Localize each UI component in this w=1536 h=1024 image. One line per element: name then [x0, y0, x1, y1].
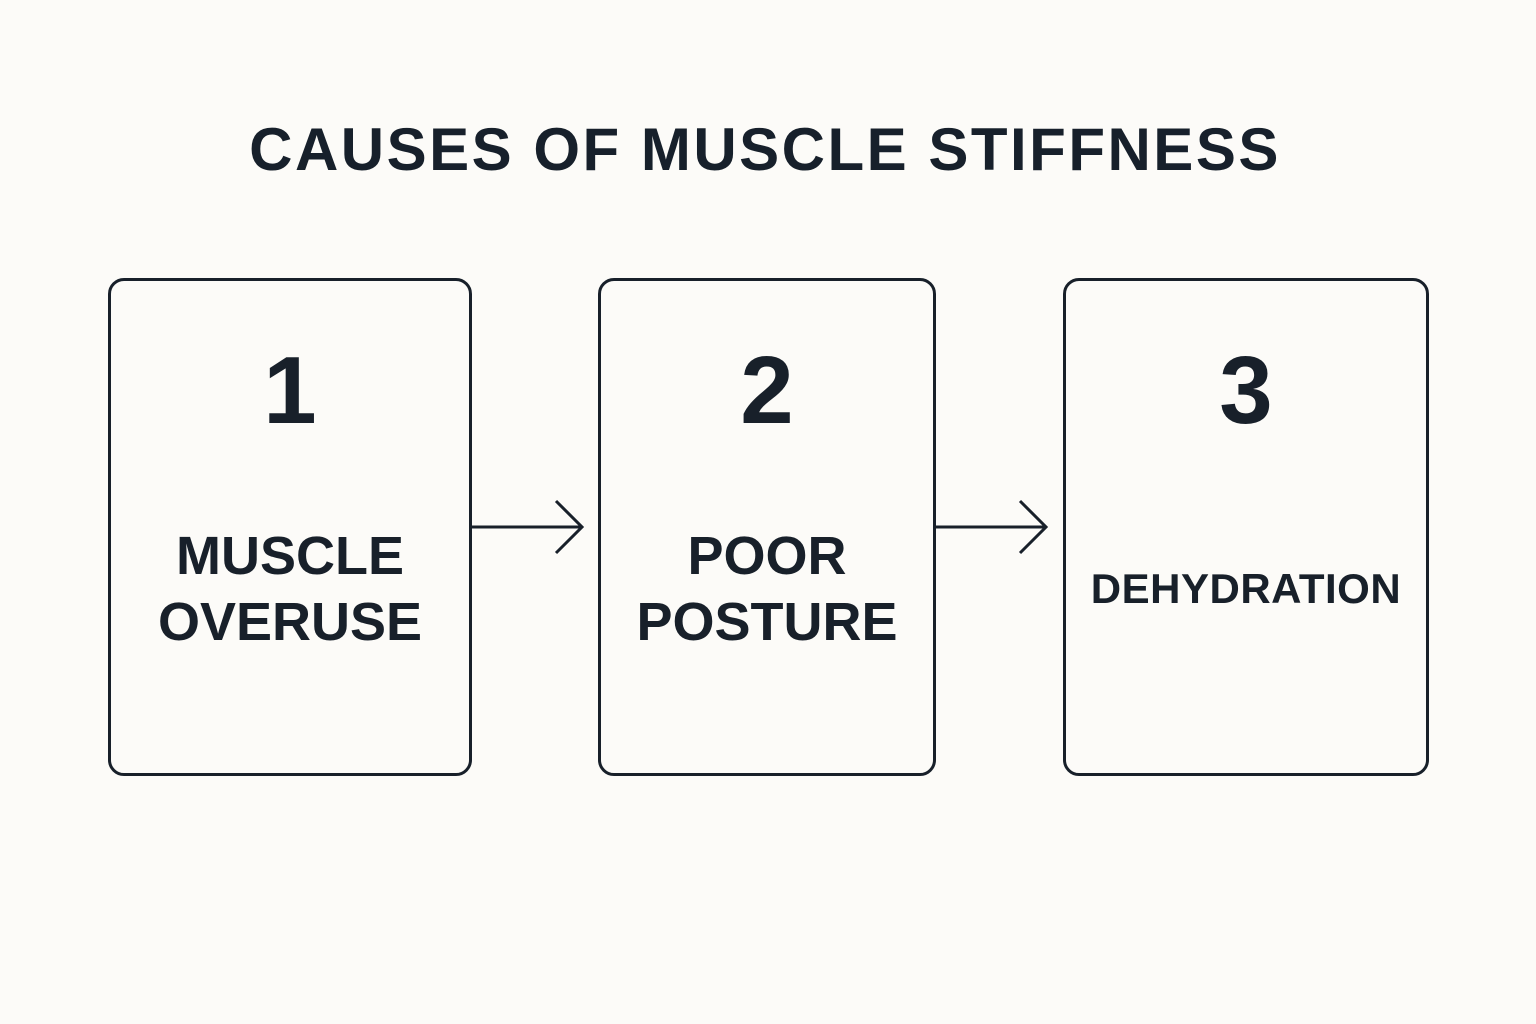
step-number-2: 2: [740, 337, 794, 444]
diagram-title: CAUSES OF MUSCLE STIFFNESS: [249, 116, 1281, 183]
step-label-3: DEHYDRATION: [1090, 565, 1402, 612]
step-number-1: 1: [263, 337, 317, 444]
step-box-1: 1 MUSCLE OVERUSE: [108, 278, 472, 776]
step-label-1: MUSCLE OVERUSE: [157, 526, 423, 652]
step-label-2: POOR POSTURE: [636, 526, 898, 652]
arrow-icon: [936, 499, 1049, 555]
step-box-3: 3 DEHYDRATION: [1063, 278, 1429, 776]
step-box-2: 2 POOR POSTURE: [598, 278, 936, 776]
step-number-3: 3: [1219, 337, 1273, 444]
arrow-icon: [472, 499, 585, 555]
